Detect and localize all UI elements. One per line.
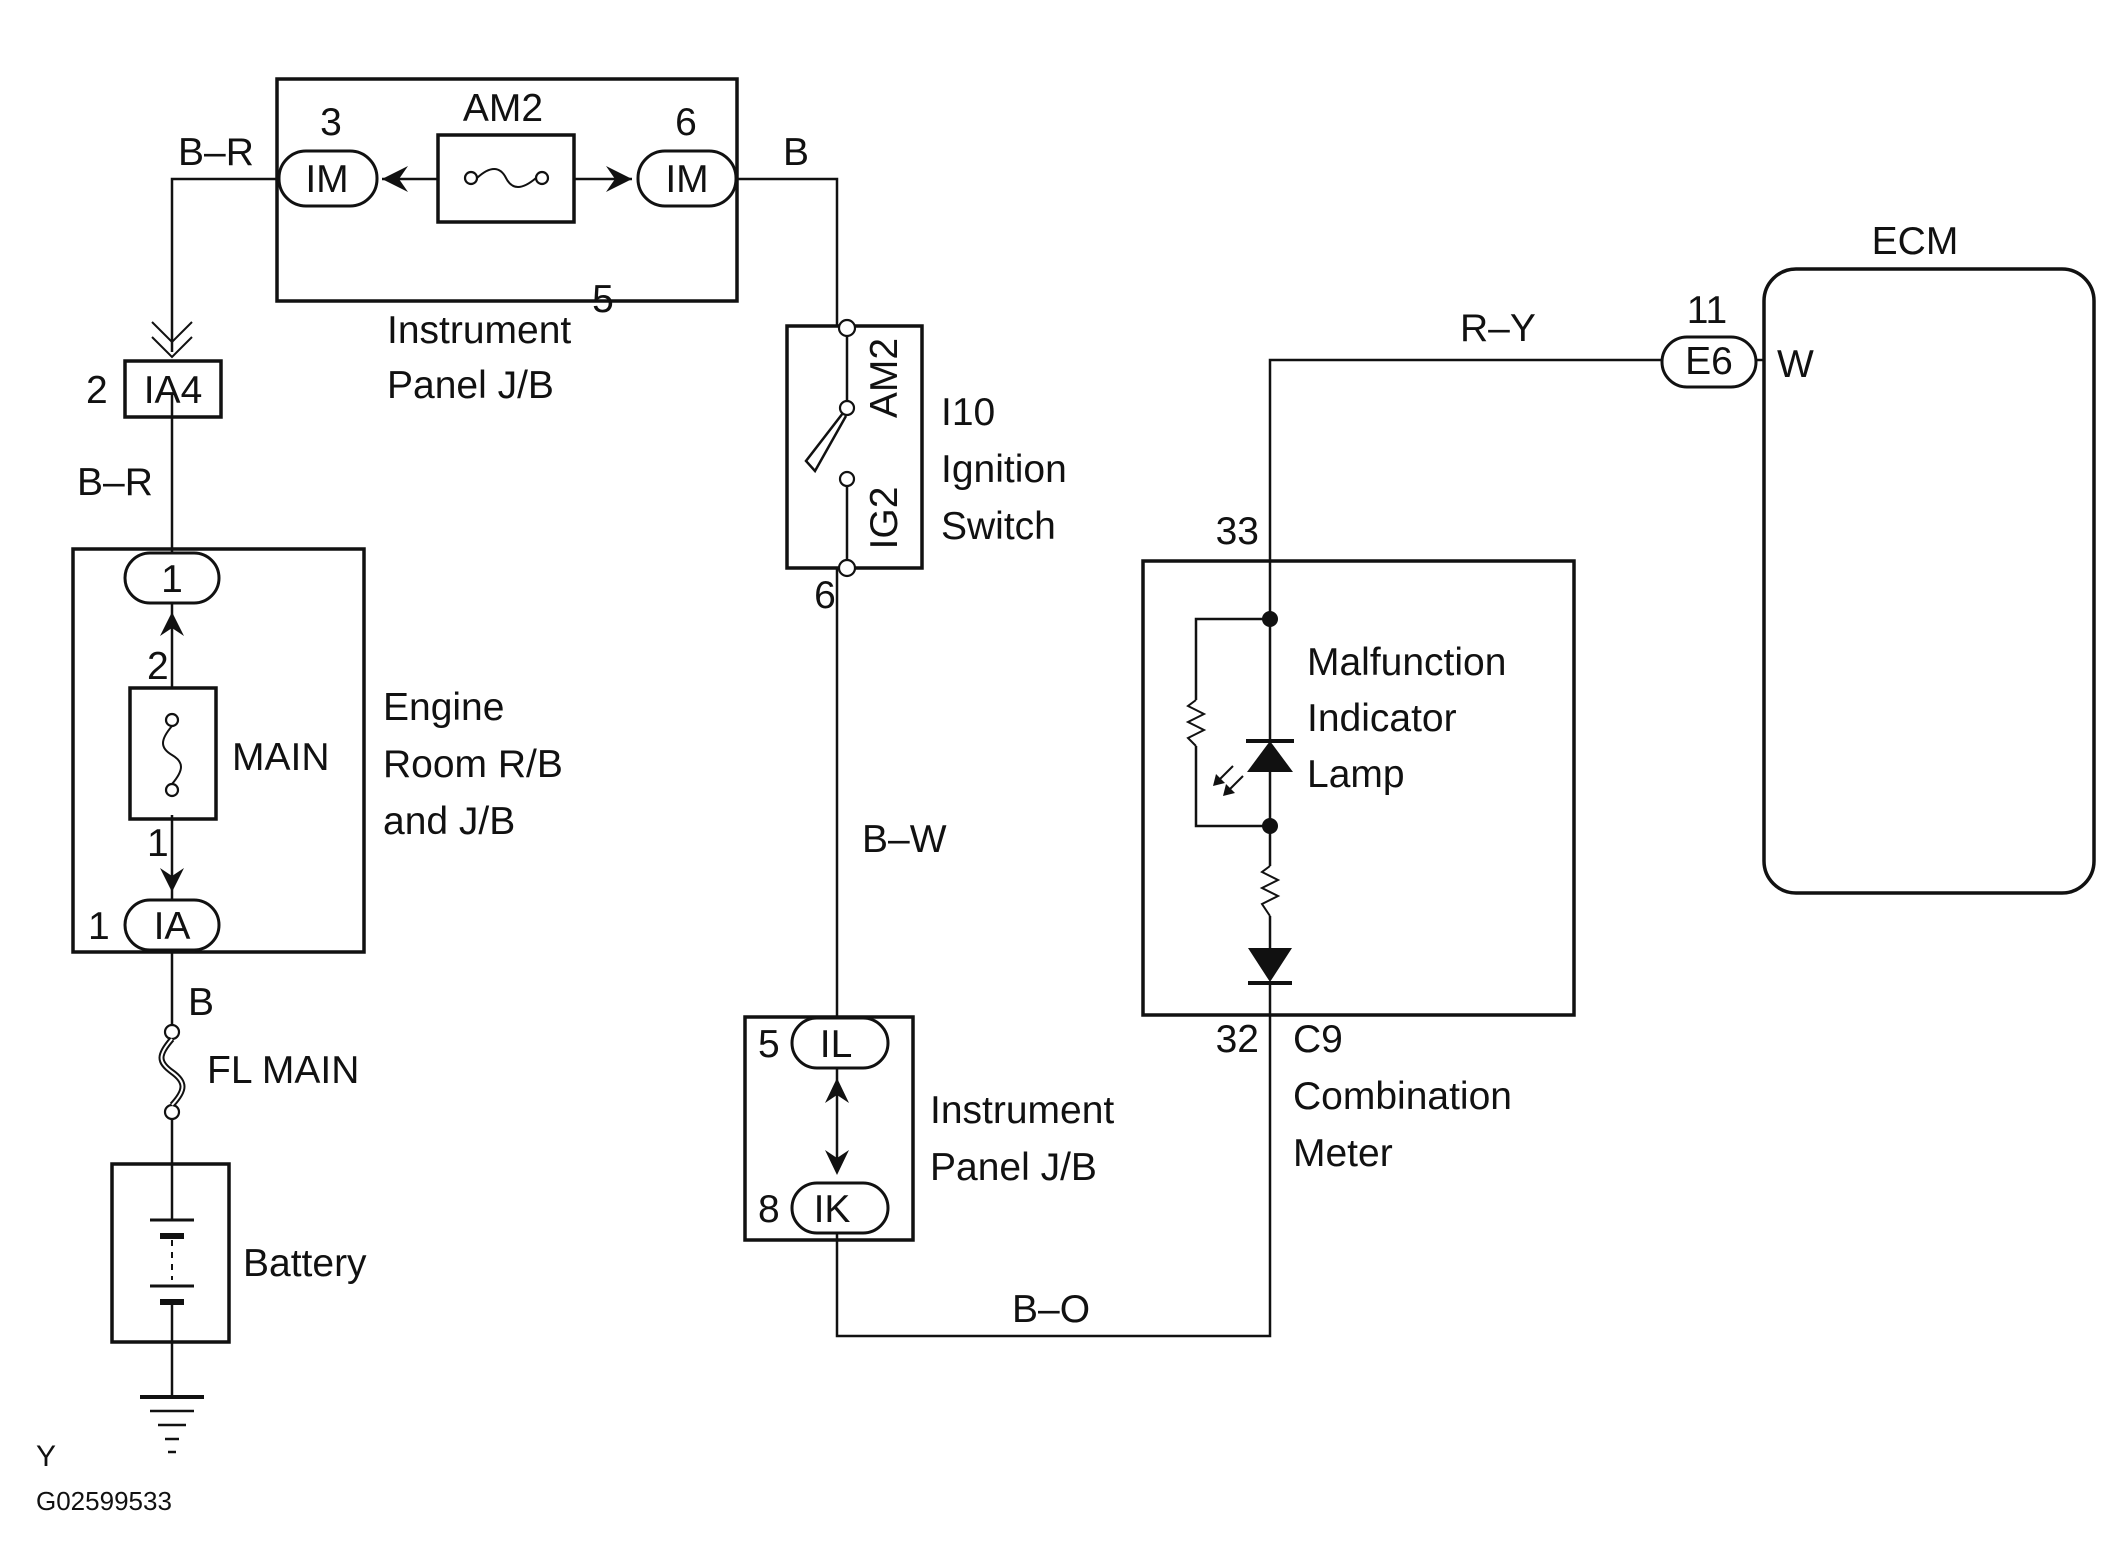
il-pin: 5: [758, 1023, 780, 1066]
ia4-connector-label: IA4: [144, 369, 203, 412]
il-connector: [790, 1016, 890, 1070]
engine-room-label-1: Engine: [383, 686, 504, 729]
ignition-switch-label-2: Switch: [941, 505, 1056, 548]
wire-label-ecm-line: R–Y: [1460, 307, 1536, 350]
mil-label-3: Lamp: [1307, 753, 1405, 796]
terminal-arrow-icon: [160, 612, 184, 636]
wire-label-top-left: B–R: [178, 131, 254, 174]
instrument-panel-top-label-2: Panel J/B: [387, 364, 554, 407]
engine-room-label-3: and J/B: [383, 800, 515, 843]
resistor-icon: [1185, 699, 1207, 747]
ecm-pin: 11: [1687, 289, 1728, 332]
ia-connector: [123, 898, 221, 952]
wire-label-bottom: B–O: [1012, 1288, 1090, 1331]
combination-meter-code: C9: [1293, 1018, 1343, 1061]
wires: [170, 177, 1765, 1397]
switch-lever-icon: [804, 412, 848, 474]
main-fuse-box: [128, 686, 218, 821]
im-connector-right: [636, 149, 738, 208]
im-left-connector-label: IM: [305, 158, 348, 201]
ecm-wire-color: W: [1777, 343, 1814, 386]
led-lamp-icon: [1247, 741, 1293, 772]
ecm: ECM E6 11 W: [1660, 220, 2096, 895]
ia4-connector: IA4 2: [86, 321, 223, 419]
ignition-top-pin: 5: [592, 278, 614, 321]
ia-pin: 1: [88, 905, 110, 948]
terminal-arrow-icon: [825, 1150, 849, 1175]
engine-room-pin-lower: 1: [147, 822, 169, 865]
engine-room-top-connector-label: 1: [161, 558, 183, 601]
am2-fuse-label: AM2: [463, 87, 543, 130]
ik-pin: 8: [758, 1188, 780, 1231]
instrument-panel-bottom-label-1: Instrument: [930, 1089, 1114, 1132]
instrument-panel-top-box: [275, 77, 739, 303]
battery-box: [110, 1162, 231, 1344]
instrument-panel-jb-bottom: IL 5 IK 8 Instrument Panel J/B: [743, 1015, 1114, 1242]
terminal-arrow-icon: [825, 1078, 849, 1103]
diode-icon: [1248, 948, 1292, 982]
im-right-pin: 6: [675, 101, 697, 144]
combination-meter-bottom-pin: 32: [1216, 1018, 1259, 1061]
engine-room-box: [71, 547, 366, 954]
engine-room-label-2: Room R/B: [383, 743, 563, 786]
terminal-arrow-icon: [606, 166, 632, 192]
ground-code: Y: [36, 1440, 56, 1473]
ia4-connector-box: [123, 359, 223, 419]
wire-label-top-right: B: [783, 131, 809, 174]
ik-connector-label: IK: [814, 1188, 851, 1231]
am2-terminal-label: AM2: [863, 338, 906, 418]
terminal-arrow-icon: [382, 166, 408, 192]
battery: Battery: [110, 1162, 367, 1344]
ia-connector-label: IA: [154, 905, 191, 948]
fuse-icon: [476, 168, 537, 188]
ignition-bottom-pin: 6: [814, 574, 836, 617]
im-right-connector-label: IM: [665, 158, 708, 201]
combination-meter-label-1: Combination: [1293, 1075, 1512, 1118]
fl-main-fusible-link: FL MAIN: [158, 1023, 359, 1121]
main-fuse-label: MAIN: [232, 736, 330, 779]
im-left-pin: 3: [320, 101, 342, 144]
ig2-terminal-label: IG2: [863, 487, 906, 550]
e6-connector: [1660, 335, 1758, 389]
battery-label: Battery: [243, 1242, 367, 1285]
ground-symbol: [140, 1395, 204, 1454]
mil-label-2: Indicator: [1307, 697, 1457, 740]
ignition-switch: 5 6 AM2 IG2 I10 Ignition Switch: [592, 278, 1067, 617]
il-connector-label: IL: [820, 1023, 853, 1066]
combination-meter-label-2: Meter: [1293, 1132, 1393, 1175]
engine-room-top-connector: [123, 551, 221, 605]
e6-connector-label: E6: [1685, 340, 1733, 383]
ignition-switch-code: I10: [941, 391, 995, 434]
ik-connector: [790, 1181, 890, 1235]
ecm-box: [1762, 267, 2096, 895]
wire-label-switch-out: B–W: [862, 818, 947, 861]
figure-id: G02599533: [36, 1486, 172, 1516]
ecm-label: ECM: [1872, 220, 1959, 263]
combination-meter: 33 32 Malfunction Indicator Lamp C9 Comb…: [1141, 510, 1576, 1175]
terminal-arrow-icon: [160, 868, 184, 892]
fl-main-label: FL MAIN: [207, 1049, 359, 1092]
instrument-panel-bottom-label-2: Panel J/B: [930, 1146, 1097, 1189]
wire-label-below-ia: B: [188, 981, 214, 1024]
combination-meter-box: [1141, 559, 1576, 1017]
mil-label-1: Malfunction: [1307, 641, 1506, 684]
wire-label-mid-left: B–R: [77, 461, 153, 504]
engine-room-pin-upper: 2: [147, 645, 169, 688]
fuse-icon: [162, 725, 182, 785]
combination-meter-top-pin: 33: [1216, 510, 1259, 553]
instrument-panel-jb-top: IM IM 3 6 AM2 Instrument Panel J/B: [275, 77, 739, 407]
resistor-icon: [1259, 865, 1281, 917]
ignition-switch-label-1: Ignition: [941, 448, 1067, 491]
engine-room-rb-jb: 1 2 MAIN 1 IA 1 Engine Room R/B and J/B: [71, 547, 563, 954]
instrument-panel-top-label-1: Instrument: [387, 309, 571, 352]
am2-fuse-box: [436, 133, 576, 224]
ia4-pin: 2: [86, 369, 108, 412]
im-connector-left: [277, 149, 379, 208]
